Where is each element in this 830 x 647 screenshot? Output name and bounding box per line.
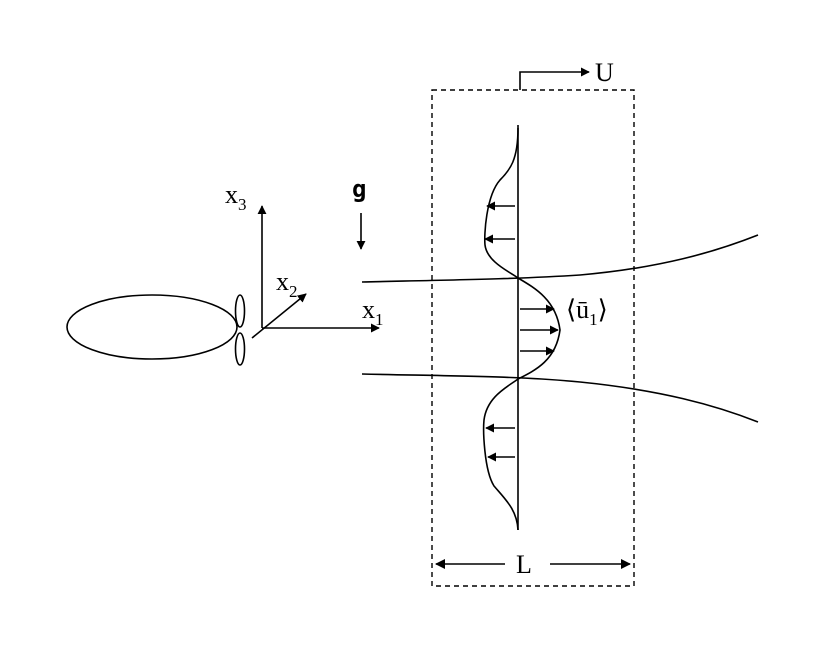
wake-boundary-upper bbox=[361, 234, 759, 283]
x3-label: x3 bbox=[225, 180, 247, 214]
profile-arrows-center bbox=[520, 304, 559, 356]
x2-axis bbox=[251, 293, 307, 339]
x1-label: x1 bbox=[362, 295, 384, 329]
coordinate-axes bbox=[251, 205, 380, 339]
length-label: L bbox=[516, 550, 532, 579]
velocity-profile-curve bbox=[482, 127, 561, 531]
gravity-label: g bbox=[352, 175, 366, 203]
velocity-label: U bbox=[595, 58, 614, 87]
mean-velocity-label: ⟨ū1⟩ bbox=[566, 295, 608, 329]
propeller bbox=[234, 294, 246, 366]
profile-arrows-lower bbox=[485, 423, 515, 462]
control-volume-box bbox=[431, 89, 635, 587]
profile-arrows-upper bbox=[484, 201, 515, 244]
wake-boundary-lower bbox=[361, 373, 759, 423]
body-ellipse bbox=[66, 294, 238, 360]
velocity-arrow bbox=[519, 67, 590, 90]
x2-label: x2 bbox=[276, 267, 298, 301]
